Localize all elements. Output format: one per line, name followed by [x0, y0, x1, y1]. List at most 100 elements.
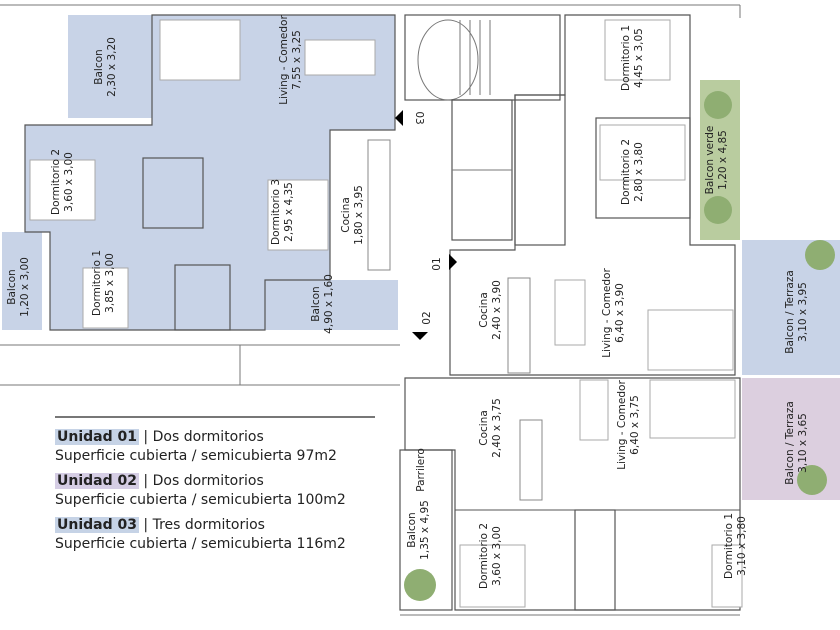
kitchen-counter — [367, 139, 391, 271]
svg-text:3,10 x 3,95: 3,10 x 3,95 — [797, 282, 809, 342]
stairs-icon — [459, 20, 491, 95]
svg-text:Cocina: Cocina — [340, 197, 352, 233]
unit-02 — [399, 377, 840, 611]
plant-icon — [805, 240, 835, 270]
outer-outline — [0, 4, 741, 616]
bed — [82, 267, 129, 329]
svg-text:Dormitorio 1: Dormitorio 1 — [91, 250, 103, 316]
svg-text:Dormitorio 2: Dormitorio 2 — [620, 139, 632, 205]
unit-area: Superficie cubierta / semicubierta 97m2 — [55, 448, 337, 464]
svg-text:1,80 x 3,95: 1,80 x 3,95 — [353, 185, 365, 245]
svg-text:2,40 x 3,90: 2,40 x 3,90 — [491, 280, 503, 340]
unit-badge: Unidad 02 — [55, 473, 139, 489]
balcony-u03-top — [68, 15, 153, 118]
svg-text:Balcon / Terraza: Balcon / Terraza — [784, 270, 796, 354]
plant-icon — [797, 465, 827, 495]
unit-type: Dos dormitorios — [152, 473, 264, 489]
svg-text:3,85 x 3,00: 3,85 x 3,00 — [104, 253, 116, 313]
svg-text:Balcon: Balcon — [6, 269, 18, 304]
dining-table — [554, 279, 586, 346]
svg-text:Dormitorio 1: Dormitorio 1 — [723, 513, 735, 579]
svg-text:6,40 x 3,75: 6,40 x 3,75 — [629, 395, 641, 455]
svg-text:3,60 x 3,00: 3,60 x 3,00 — [63, 152, 75, 212]
entry-label: 03 — [413, 111, 425, 124]
svg-text:7,55 x 3,25: 7,55 x 3,25 — [291, 30, 303, 90]
arrow-icon — [395, 110, 403, 126]
svg-text:Cocina: Cocina — [478, 410, 490, 446]
entry-marker-01: 01 — [431, 254, 457, 271]
sofa — [649, 379, 736, 439]
svg-text:Balcon: Balcon — [310, 286, 322, 321]
bed — [29, 159, 96, 221]
plant-icon — [704, 196, 732, 224]
svg-text:Dormitorio 1: Dormitorio 1 — [620, 25, 632, 91]
svg-text:3,60 x 3,00: 3,60 x 3,00 — [491, 526, 503, 586]
unit-area: Superficie cubierta / semicubierta 116m2 — [55, 536, 346, 552]
legend-entry-unit-03: Unidad 03 | Tres dormitorios Superficie … — [55, 516, 375, 554]
svg-text:Balcon: Balcon — [406, 512, 418, 547]
svg-text:2,30 x 3,20: 2,30 x 3,20 — [106, 37, 118, 97]
unit-03-interior — [25, 15, 395, 330]
dining-table — [579, 379, 609, 441]
unit-type: Tres dormitorios — [152, 517, 265, 533]
svg-text:2,95 x 4,35: 2,95 x 4,35 — [283, 182, 295, 242]
entry-label: 02 — [421, 311, 433, 324]
legend-entry-unit-02: Unidad 02 | Dos dormitorios Superficie c… — [55, 472, 375, 510]
svg-text:Dormitorio 2: Dormitorio 2 — [478, 523, 490, 589]
svg-text:Balcon verde: Balcon verde — [704, 126, 716, 195]
svg-text:Dormitorio 3: Dormitorio 3 — [270, 179, 282, 245]
room-label: Parrilero — [415, 448, 427, 492]
unit-type: Dos dormitorios — [152, 429, 264, 445]
sofa — [159, 19, 241, 81]
svg-text:1,35 x 4,95: 1,35 x 4,95 — [419, 500, 431, 560]
balcony-u03-left — [2, 232, 42, 330]
svg-text:1,20 x 3,00: 1,20 x 3,00 — [19, 257, 31, 317]
svg-text:1,20 x 4,85: 1,20 x 4,85 — [717, 130, 729, 190]
bed — [711, 544, 743, 608]
stair-landing — [417, 19, 479, 101]
unit-badge: Unidad 01 — [55, 429, 139, 445]
svg-text:2,40 x 3,75: 2,40 x 3,75 — [491, 398, 503, 458]
dining-table — [304, 39, 376, 76]
svg-text:2,80 x 3,80: 2,80 x 3,80 — [633, 142, 645, 202]
entry-marker-03: 03 — [395, 110, 425, 126]
sofa — [647, 309, 734, 371]
entry-label: 01 — [431, 257, 443, 270]
svg-text:3,10 x 3,80: 3,10 x 3,80 — [736, 516, 748, 576]
svg-text:3,10 x 3,65: 3,10 x 3,65 — [797, 413, 809, 473]
kitchen-counter — [507, 277, 531, 374]
unit-legend: Unidad 01 | Dos dormitorios Superficie c… — [55, 416, 375, 554]
unit-area: Superficie cubierta / semicubierta 100m2 — [55, 492, 346, 508]
svg-text:Living - Comedor: Living - Comedor — [278, 15, 290, 105]
bed — [267, 179, 329, 251]
svg-text:4,90 x 1,60: 4,90 x 1,60 — [323, 274, 335, 334]
plant-icon — [404, 569, 436, 601]
building-core — [404, 14, 561, 241]
svg-text:4,45 x 3,05: 4,45 x 3,05 — [633, 28, 645, 88]
svg-text:Balcon / Terraza: Balcon / Terraza — [784, 401, 796, 485]
balcony-u02 — [399, 449, 453, 611]
arrow-icon — [449, 254, 457, 270]
svg-text:Living - Comedor: Living - Comedor — [601, 268, 613, 358]
